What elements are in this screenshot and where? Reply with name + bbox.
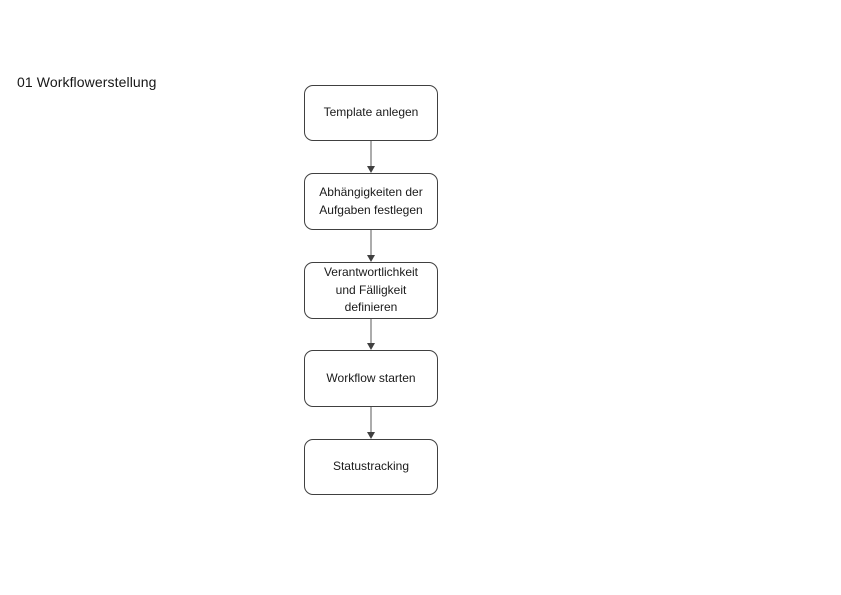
page-title: 01 Workflowerstellung <box>17 74 157 90</box>
flow-node-statustracking[interactable]: Statustracking <box>304 439 438 495</box>
flow-arrow-1 <box>365 141 377 173</box>
flow-arrow-3 <box>365 319 377 350</box>
flow-node-label: Abhängigkeiten der Aufgaben festlegen <box>319 185 423 217</box>
flow-node-verantwortlichkeit-definieren[interactable]: Verantwortlichkeit und Fälligkeit defini… <box>304 262 438 319</box>
flow-node-abhaengigkeiten-festlegen[interactable]: Abhängigkeiten der Aufgaben festlegen <box>304 173 438 230</box>
flow-node-label: Template anlegen <box>323 105 419 120</box>
flow-node-label: Verantwortlichkeit und Fälligkeit defini… <box>323 265 419 315</box>
flow-node-workflow-starten[interactable]: Workflow starten <box>304 350 438 407</box>
flow-arrow-2 <box>365 230 377 262</box>
flow-arrow-4 <box>365 407 377 439</box>
flow-node-label: Workflow starten <box>326 370 416 385</box>
flow-node-label: Statustracking <box>332 459 410 474</box>
flow-node-template-anlegen[interactable]: Template anlegen <box>304 85 438 141</box>
